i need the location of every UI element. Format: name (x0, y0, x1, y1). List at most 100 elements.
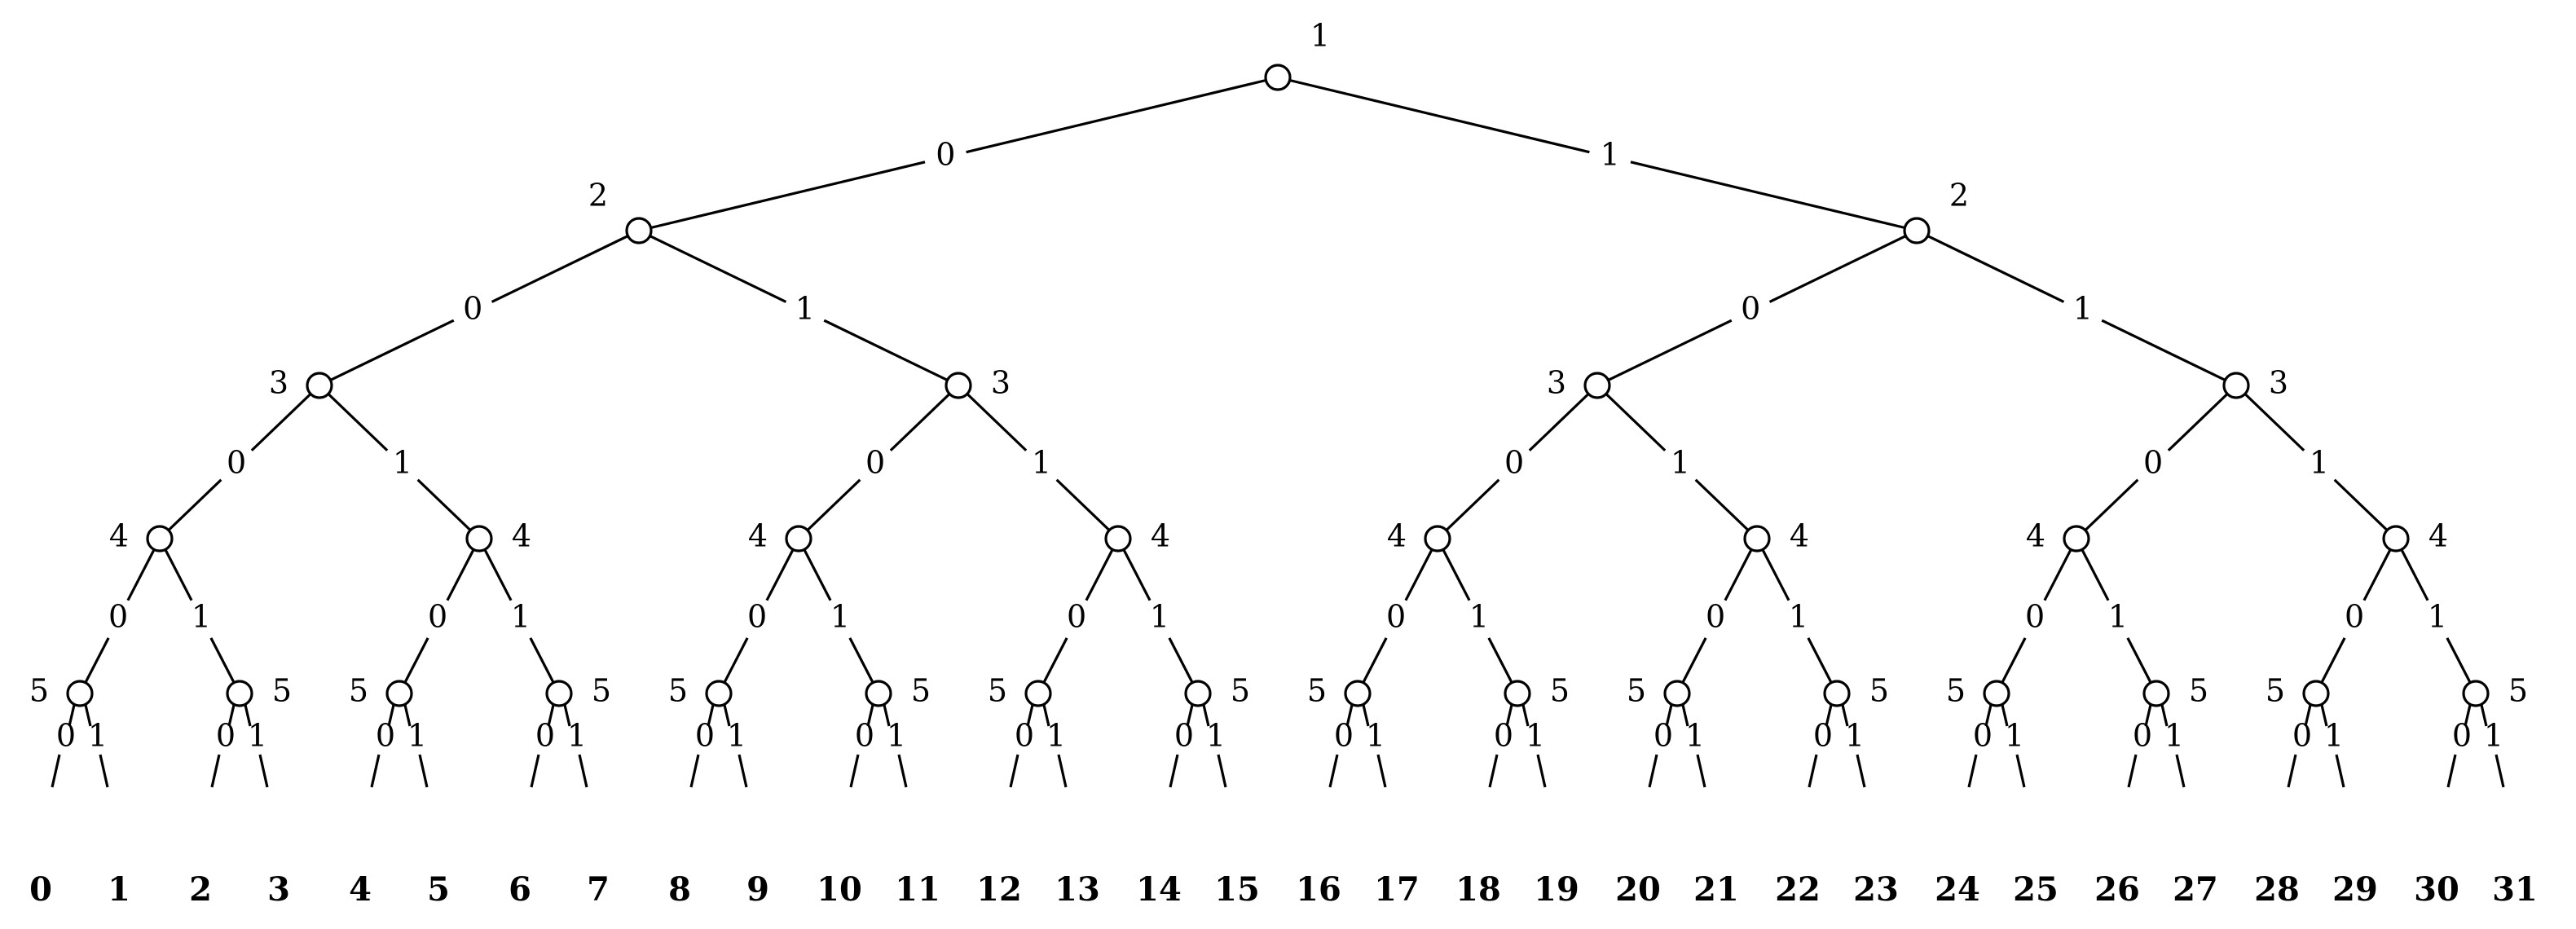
edge-l3-n3-0-a (1085, 548, 1114, 601)
leaf-label-14: 14 (1136, 870, 1182, 909)
leaf-label-8: 8 (668, 870, 691, 909)
edge-l3-n2-1-a (803, 548, 832, 601)
leaf-edge-5-1-b (897, 754, 908, 788)
edge-l2-n1-1-a (966, 393, 1028, 451)
level-label-l4-n3: 5 (592, 673, 611, 709)
level-label-l4-n8: 5 (1307, 673, 1327, 709)
leaf-edge-label-6-0: 0 (1015, 718, 1034, 754)
leaf-edge-label-6-1: 1 (1046, 718, 1066, 754)
level-label-l4-n4: 5 (668, 673, 688, 709)
level-label-l4-n11: 5 (1869, 673, 1889, 709)
leaf-label-24: 24 (1935, 870, 1980, 909)
leaf-label-25: 25 (2013, 870, 2059, 909)
leaf-label-6: 6 (509, 870, 531, 909)
tree-node-l4-n13 (2142, 680, 2170, 707)
leaf-label-2: 2 (189, 870, 212, 909)
leaf-edge-label-0-0: 0 (56, 718, 76, 754)
level-label-l3-n3: 4 (1151, 518, 1170, 554)
edge-l3-n1-1-a (483, 548, 513, 601)
tree-node-l0-n0 (1264, 64, 1292, 91)
edge-l3-n3-0-b (1042, 637, 1068, 684)
leaf-edge-14-1-b (2335, 754, 2345, 788)
edge-l3-n4-0-b (1362, 637, 1388, 684)
leaf-edge-label-5-1: 1 (887, 718, 906, 754)
leaf-label-10: 10 (817, 870, 862, 909)
leaf-edge-7-1-a (1202, 704, 1210, 727)
level-label-l4-n1: 5 (272, 673, 292, 709)
leaf-edge-3-1-b (578, 754, 588, 788)
tree-node-l4-n10 (1663, 680, 1691, 707)
tree-node-l4-n6 (1024, 680, 1052, 707)
leaf-label-7: 7 (587, 870, 610, 909)
tree-node-l2-n0 (306, 372, 333, 399)
leaf-edge-11-1-a (1841, 704, 1849, 727)
leaf-edge-7-1-b (1217, 754, 1227, 788)
leaf-edge-2-1-b (418, 754, 429, 788)
edge-l2-n2-0-b (1445, 478, 1500, 531)
tree-node-l2-n1 (945, 372, 972, 399)
leaf-edge-label-4-0: 0 (695, 718, 715, 754)
leaf-edge-9-1-a (1521, 704, 1530, 727)
edge-l3-n0-0-a (126, 548, 156, 601)
leaf-label-4: 4 (349, 870, 372, 909)
level-label-l1-n1: 2 (1949, 178, 1969, 214)
edge-label-l0-n0-1: 1 (1601, 136, 1620, 172)
leaf-label-26: 26 (2094, 870, 2140, 909)
edge-l1-n0-0-a (491, 235, 629, 303)
leaf-edge-11-1-b (1856, 754, 1866, 788)
level-label-l4-n14: 5 (2266, 673, 2285, 709)
leaf-label-23: 23 (1853, 870, 1899, 909)
leaf-edge-15-1-b (2495, 754, 2505, 788)
edge-l3-n2-0-b (723, 637, 749, 684)
level-label-l3-n0: 4 (109, 518, 129, 554)
leaf-edge-label-1-1: 1 (248, 718, 267, 754)
leaf-edge-4-1-b (738, 754, 748, 788)
edge-l3-n5-1-a (1761, 548, 1790, 601)
leaf-edge-12-1-b (2015, 754, 2026, 788)
leaf-edge-label-14-0: 0 (2292, 718, 2312, 754)
leaf-edge-label-9-1: 1 (1526, 718, 1545, 754)
leaf-edge-6-0-b (1009, 754, 1019, 788)
leaf-edge-label-11-0: 0 (1813, 718, 1833, 754)
tree-node-l1-n1 (1903, 217, 1931, 244)
level-label-l3-n7: 4 (2428, 518, 2448, 554)
level-label-l4-n2: 5 (349, 673, 368, 709)
tree-node-l3-n5 (1743, 525, 1771, 553)
level-label-l2-n2: 3 (1547, 365, 1566, 401)
tree-node-l4-n4 (705, 680, 733, 707)
edge-l1-n1-0-b (1607, 319, 1733, 381)
edge-l3-n7-1-a (2400, 548, 2429, 601)
leaf-edge-13-1-a (2160, 704, 2169, 727)
level-label-l4-n10: 5 (1627, 673, 1646, 709)
edge-l3-n2-0-a (765, 548, 795, 601)
edge-label-l3-n3-1: 1 (1150, 598, 1169, 634)
leaf-edge-2-0-a (387, 704, 395, 727)
leaf-edge-11-0-b (1808, 754, 1818, 788)
edge-l3-n3-1-a (1122, 548, 1151, 601)
edge-label-l3-n2-0: 0 (747, 598, 767, 634)
leaf-edge-label-2-0: 0 (376, 718, 395, 754)
leaf-edge-11-0-a (1825, 704, 1833, 727)
leaf-label-29: 29 (2332, 870, 2378, 909)
leaf-edge-label-10-1: 1 (1685, 718, 1705, 754)
tree-node-l3-n6 (2063, 525, 2090, 553)
leaf-edge-label-8-1: 1 (1366, 718, 1385, 754)
tree-node-l3-n0 (146, 525, 174, 553)
edge-l2-n2-1-a (1605, 393, 1667, 451)
leaf-edge-2-1-a (403, 704, 412, 727)
leaf-edge-label-4-1: 1 (727, 718, 746, 754)
edge-l2-n3-0-b (2084, 478, 2139, 531)
leaf-edge-9-1-b (1536, 754, 1547, 788)
leaf-edge-9-0-a (1505, 704, 1513, 727)
edge-label-l3-n4-1: 1 (1469, 598, 1489, 634)
level-label-l2-n3: 3 (2269, 365, 2288, 401)
edge-l3-n5-0-a (1724, 548, 1753, 601)
leaf-edge-label-11-1: 1 (1845, 718, 1865, 754)
edge-l2-n2-0-a (1528, 393, 1590, 451)
tree-node-l2-n2 (1583, 372, 1611, 399)
edge-l0-n0-1-a (1289, 78, 1590, 154)
leaf-label-21: 21 (1693, 870, 1739, 909)
leaf-edge-6-0-a (1026, 704, 1034, 727)
tree-node-l4-n14 (2302, 680, 2330, 707)
leaf-edge-4-0-a (707, 704, 715, 727)
